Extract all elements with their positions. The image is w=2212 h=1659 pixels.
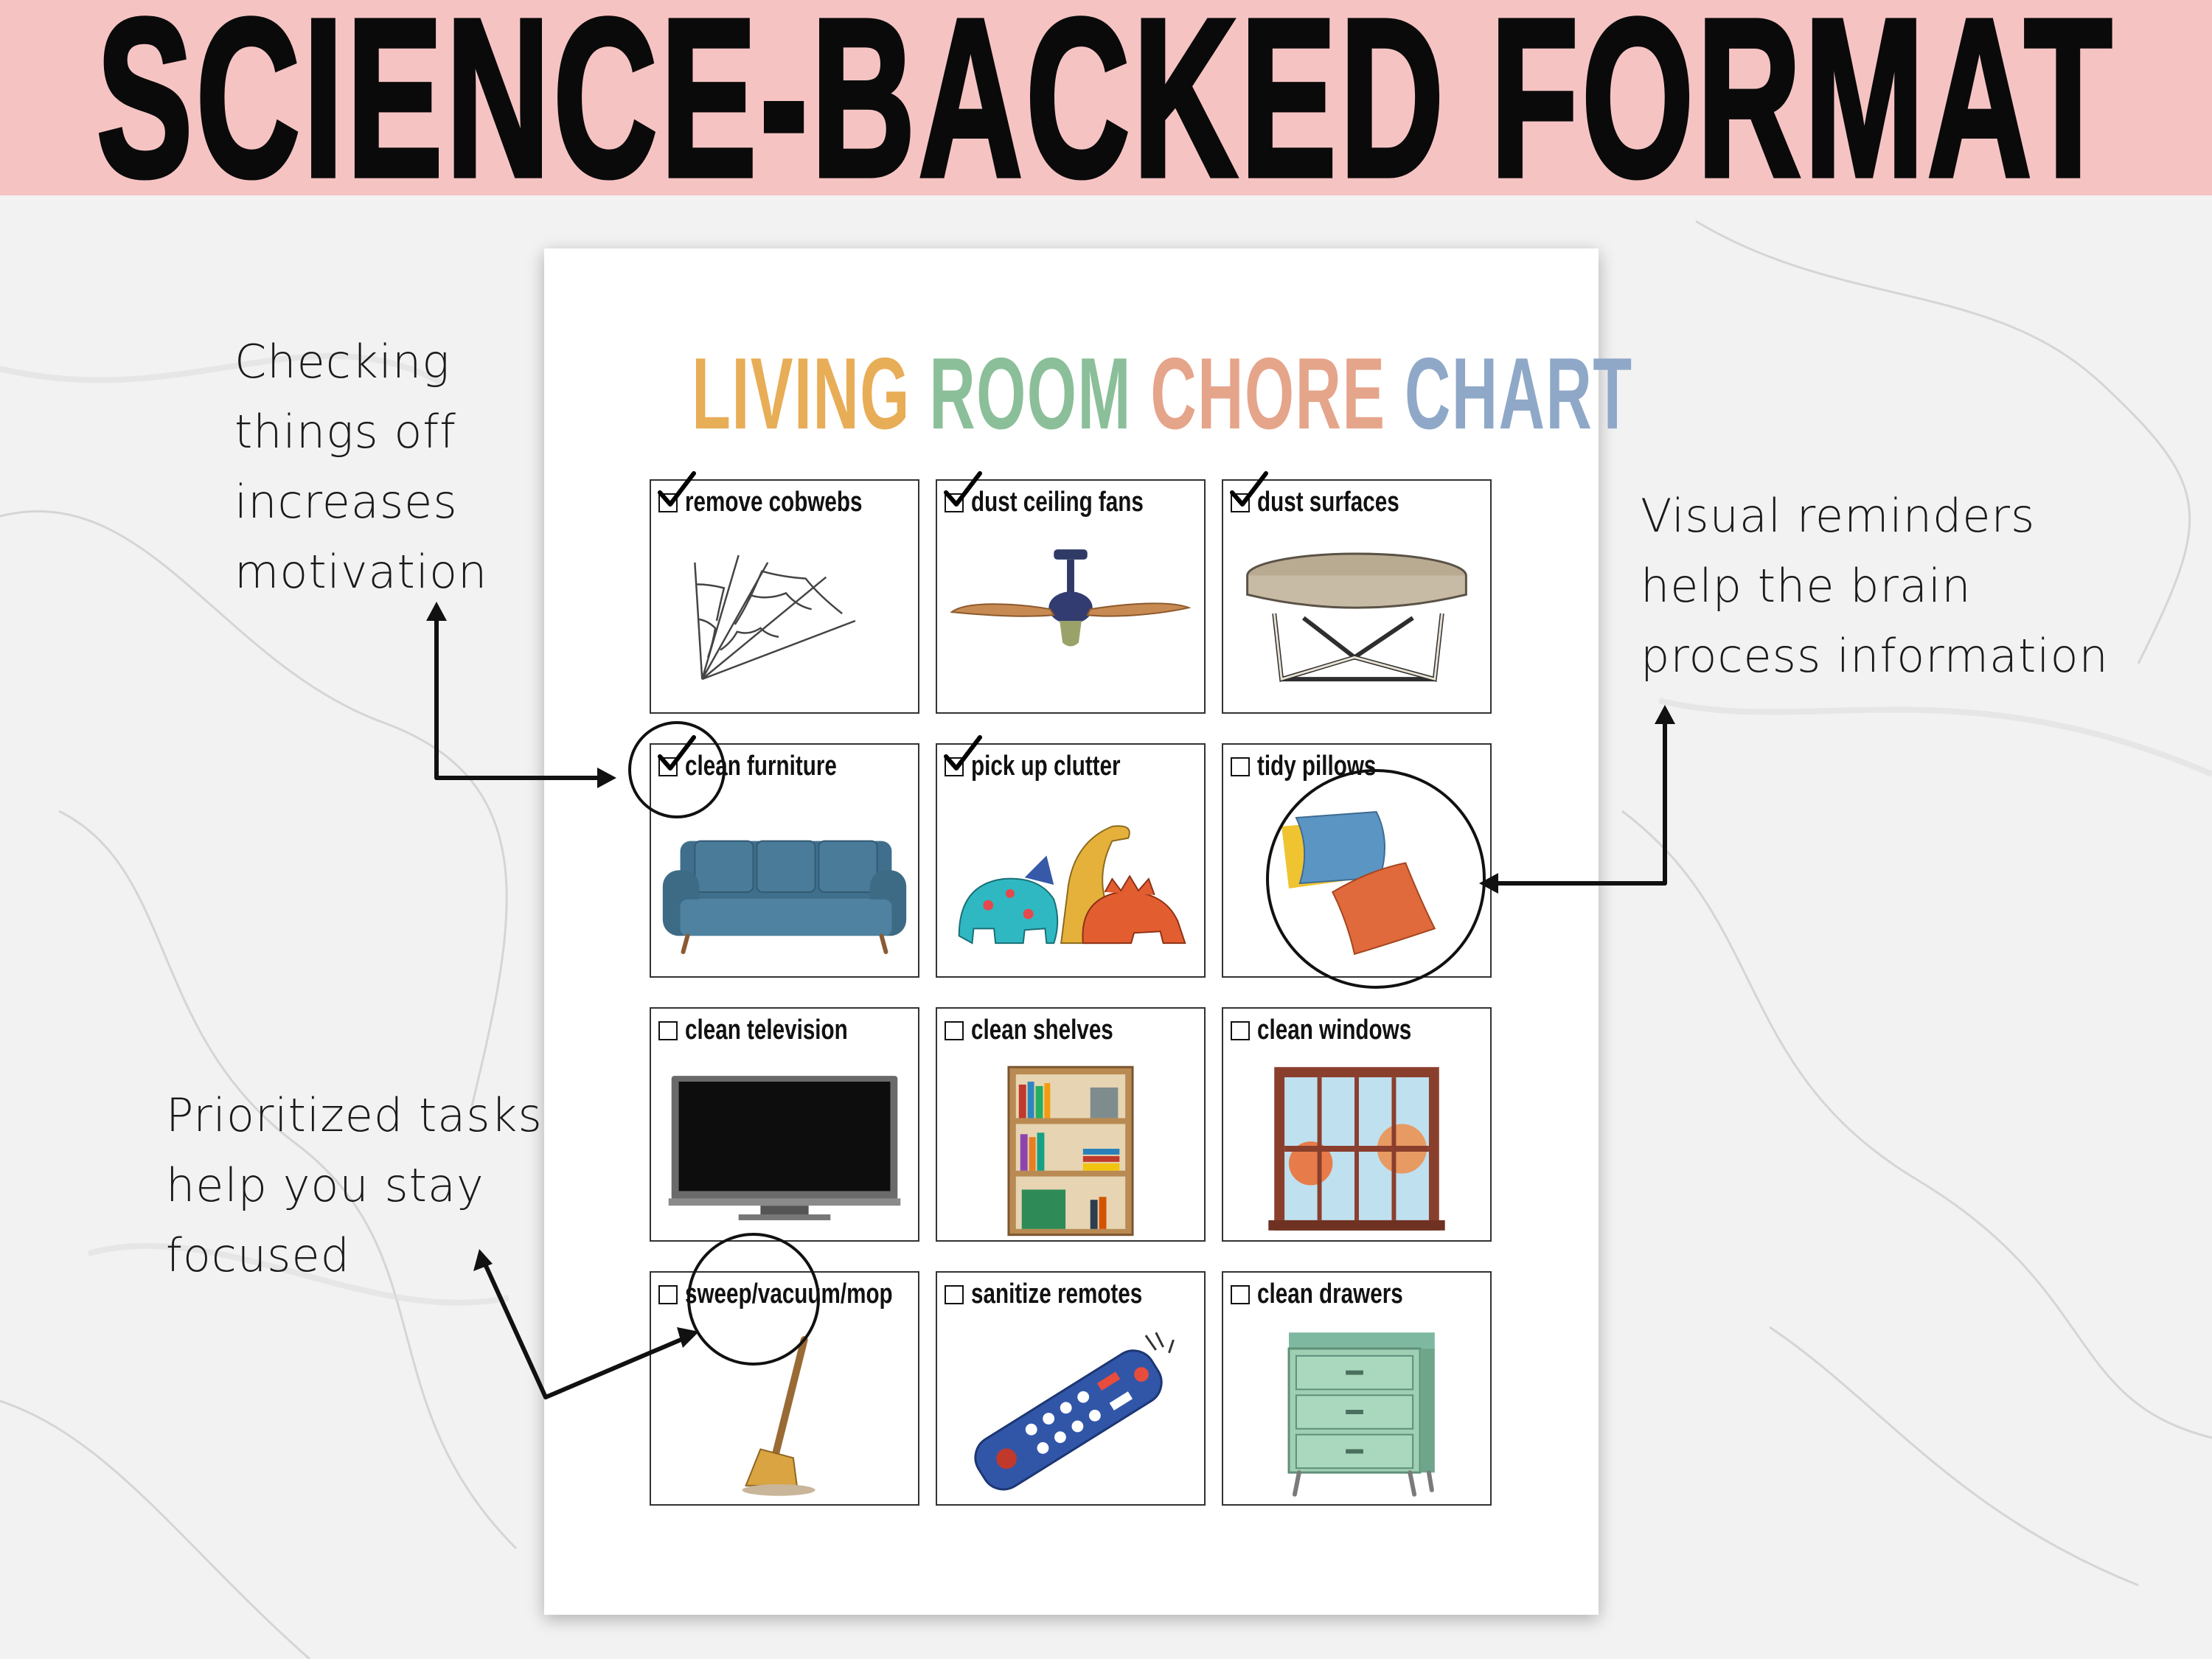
task-label: dust ceiling fans bbox=[971, 487, 1144, 518]
bookshelf-icon bbox=[937, 1060, 1204, 1237]
task-checkbox[interactable] bbox=[1231, 757, 1250, 776]
task-label: clean television bbox=[685, 1015, 848, 1046]
remote-control-icon bbox=[937, 1324, 1204, 1501]
title-word: CHART bbox=[1404, 336, 1633, 451]
task-grid: remove cobwebs bbox=[650, 471, 1492, 1506]
task-card: pick up clutter bbox=[936, 735, 1206, 978]
task-checkbox[interactable] bbox=[1231, 1020, 1250, 1040]
round-table-icon bbox=[1223, 532, 1490, 709]
toy-dinosaurs-icon bbox=[937, 796, 1204, 973]
task-checkbox[interactable] bbox=[658, 1284, 678, 1304]
note-line: help you stay bbox=[166, 1158, 484, 1212]
task-checkbox[interactable] bbox=[945, 1020, 964, 1040]
note-line: things off bbox=[234, 405, 456, 459]
cobweb-icon bbox=[651, 532, 918, 709]
task-label: tidy pillows bbox=[1257, 751, 1377, 782]
note-checking: Checking things off increases motivation bbox=[234, 327, 487, 607]
task-checkbox[interactable] bbox=[658, 757, 678, 776]
sofa-icon bbox=[651, 796, 918, 973]
banner-title: SCIENCE-BACKED FORMAT bbox=[95, 0, 2115, 223]
task-label: clean furniture bbox=[685, 751, 837, 782]
task-card: sanitize remotes bbox=[936, 1271, 1206, 1506]
task-card: clean television bbox=[650, 1007, 919, 1242]
note-prioritized: Prioritized tasks help you stay focused bbox=[166, 1080, 543, 1290]
header-banner: SCIENCE-BACKED FORMAT bbox=[0, 0, 2212, 212]
task-label: pick up clutter bbox=[971, 751, 1121, 782]
chore-chart-page: LIVING ROOM CHORE CHART remove cobwebs bbox=[544, 248, 1632, 1615]
task-card: tidy pillows bbox=[1222, 743, 1492, 978]
window-icon bbox=[1223, 1060, 1490, 1237]
note-visual: Visual reminders help the brain process … bbox=[1641, 481, 2109, 691]
title-word: ROOM bbox=[929, 336, 1132, 451]
task-checkbox[interactable] bbox=[945, 757, 964, 776]
note-line: increases bbox=[234, 475, 458, 529]
title-word: LIVING bbox=[692, 336, 911, 451]
task-label: clean drawers bbox=[1257, 1279, 1403, 1310]
task-checkbox[interactable] bbox=[1231, 1284, 1250, 1304]
dresser-icon bbox=[1223, 1324, 1490, 1501]
television-icon bbox=[651, 1060, 918, 1237]
note-line: help the brain bbox=[1641, 559, 1972, 613]
broom-icon bbox=[651, 1324, 918, 1501]
task-card: dust surfaces bbox=[1222, 471, 1492, 714]
chart-title: LIVING ROOM CHORE CHART bbox=[692, 343, 1632, 445]
task-checkbox[interactable] bbox=[1231, 493, 1250, 512]
task-label: sanitize remotes bbox=[971, 1279, 1143, 1310]
task-label: clean shelves bbox=[971, 1015, 1113, 1046]
title-word: CHORE bbox=[1150, 336, 1386, 451]
note-line: focused bbox=[166, 1228, 350, 1282]
task-card: remove cobwebs bbox=[650, 471, 919, 714]
ceiling-fan-icon bbox=[937, 532, 1204, 709]
task-checkbox[interactable] bbox=[658, 493, 678, 512]
task-checkbox[interactable] bbox=[658, 1020, 678, 1040]
task-card: sweep/vacuum/mop bbox=[650, 1271, 919, 1506]
task-label: sweep/vacuum/mop bbox=[685, 1279, 893, 1310]
task-checkbox[interactable] bbox=[945, 493, 964, 512]
task-card: clean drawers bbox=[1222, 1271, 1492, 1506]
note-line: Prioritized tasks bbox=[166, 1088, 543, 1142]
task-label: clean windows bbox=[1257, 1015, 1412, 1046]
task-label: dust surfaces bbox=[1257, 487, 1399, 518]
task-card: dust ceiling fans bbox=[936, 471, 1206, 714]
pillows-icon bbox=[1223, 796, 1490, 973]
task-card: clean windows bbox=[1222, 1007, 1492, 1242]
note-line: process information bbox=[1641, 629, 2109, 683]
task-checkbox[interactable] bbox=[945, 1284, 964, 1304]
note-line: Visual reminders bbox=[1641, 489, 2036, 543]
task-label: remove cobwebs bbox=[685, 487, 863, 518]
task-card: clean furniture bbox=[650, 735, 919, 978]
note-line: motivation bbox=[234, 545, 488, 599]
task-card: clean shelves bbox=[936, 1007, 1206, 1242]
note-line: Checking bbox=[234, 335, 451, 389]
